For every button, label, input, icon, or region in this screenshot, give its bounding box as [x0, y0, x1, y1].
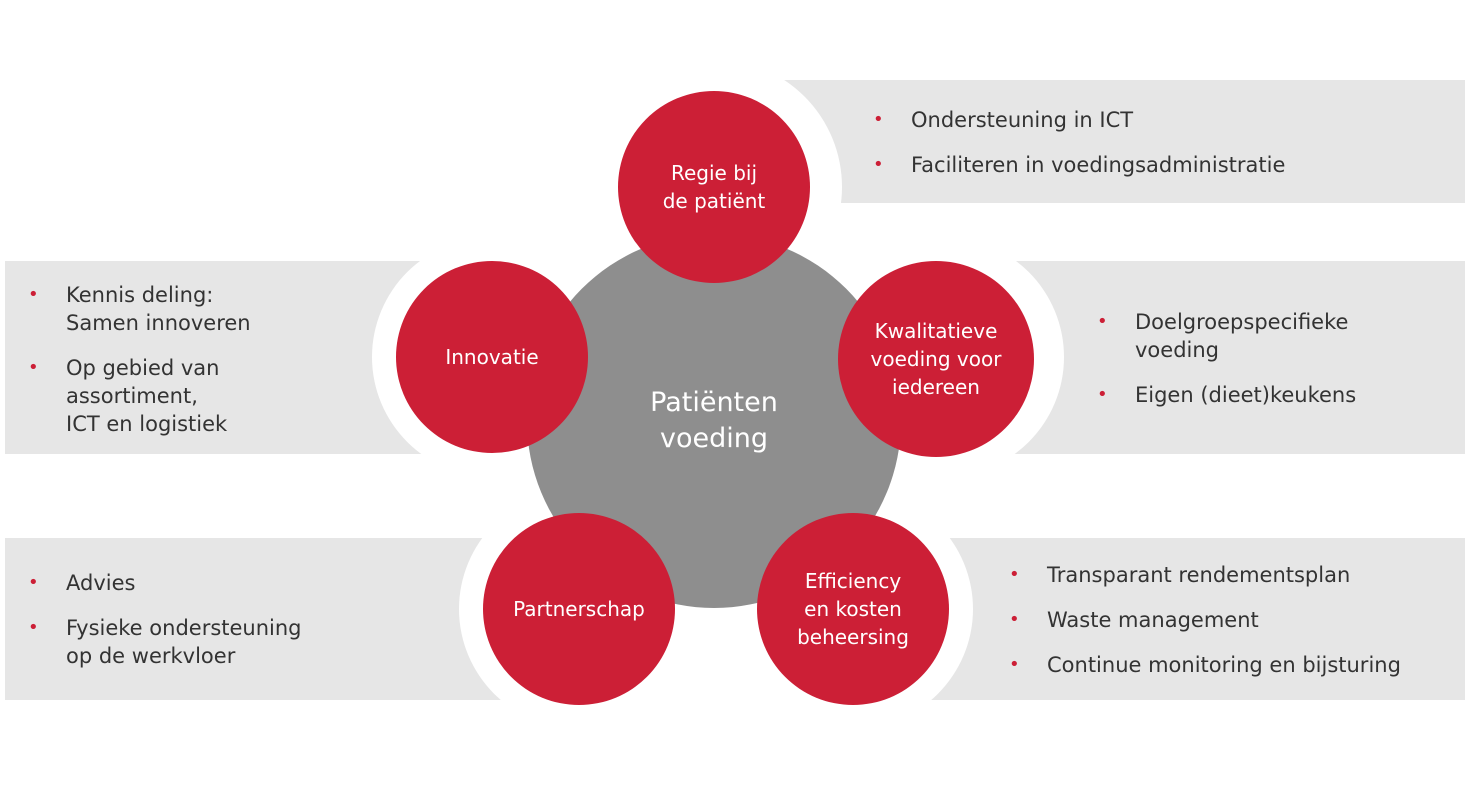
node-label-line: en kosten: [804, 597, 902, 621]
bullet-text: Doelgroepspecifieke: [1135, 310, 1349, 334]
bullet-text: ICT en logistiek: [66, 412, 228, 436]
bullet-text: Eigen (dieet)keukens: [1135, 383, 1357, 407]
list-item: Fysieke ondersteuning op de werkvloer: [28, 614, 302, 670]
bullet-text: assortiment,: [66, 384, 198, 408]
list-item: Waste management: [1009, 606, 1401, 634]
bullet-text: Transparant rendementsplan: [1047, 563, 1351, 587]
bullet-text: Advies: [66, 571, 136, 595]
node-label-line: de patiënt: [662, 189, 766, 213]
list-item: Continue monitoring en bijsturing: [1009, 651, 1401, 679]
node-regie: Regie bij de patiënt: [618, 91, 810, 283]
bullets-partnerschap: Advies Fysieke ondersteuning op de werkv…: [28, 569, 302, 670]
node-label-line: beheersing: [797, 625, 909, 649]
bullet-text: Kennis deling:: [66, 283, 214, 307]
node-label-line: Regie bij: [670, 161, 758, 185]
bullets-regie: Ondersteuning in ICT Faciliteren in voed…: [873, 106, 1285, 179]
node-label-line: iedereen: [892, 375, 980, 399]
list-item: Faciliteren in voedingsadministratie: [873, 151, 1285, 179]
node-label-line: Innovatie: [445, 345, 539, 369]
node-efficiency: Efficiency en kosten beheersing: [757, 513, 949, 705]
bullets-innovatie: Kennis deling: Samen innoveren Op gebied…: [28, 281, 251, 438]
bullet-text: Waste management: [1047, 608, 1259, 632]
node-label-line: Efficiency: [804, 569, 902, 593]
list-item: Kennis deling: Samen innoveren: [28, 281, 251, 337]
list-item: Ondersteuning in ICT: [873, 106, 1285, 134]
node-innovatie: Innovatie: [396, 261, 588, 453]
bullets-efficiency: Transparant rendementsplan Waste managem…: [1009, 561, 1401, 679]
list-item: Transparant rendementsplan: [1009, 561, 1401, 589]
bullets-kwaliteit: Doelgroepspecifieke voeding Eigen (dieet…: [1097, 308, 1356, 409]
bullet-text: Continue monitoring en bijsturing: [1047, 653, 1401, 677]
bullet-text: Op gebied van: [66, 356, 220, 380]
list-item: Eigen (dieet)keukens: [1097, 381, 1356, 409]
bullet-text: Faciliteren in voedingsadministratie: [911, 153, 1286, 177]
list-item: Doelgroepspecifieke voeding: [1097, 308, 1356, 364]
bullet-text: Ondersteuning in ICT: [911, 108, 1134, 132]
node-partnerschap: Partnerschap: [483, 513, 675, 705]
list-item: Op gebied van assortiment, ICT en logist…: [28, 354, 251, 438]
bullet-text: Fysieke ondersteuning: [66, 616, 302, 640]
bullet-text: voeding: [1135, 338, 1219, 362]
hub-title-line: voeding: [660, 423, 768, 454]
node-label-line: Partnerschap: [513, 597, 645, 621]
hub-title-line: Patiënten: [650, 387, 778, 418]
node-label-line: Kwalitatieve: [874, 319, 998, 343]
panel-regie: [780, 80, 1465, 203]
node-kwaliteit: Kwalitatieve voeding voor iedereen: [838, 261, 1034, 457]
list-item: Advies: [28, 569, 302, 597]
node-label-line: voeding voor: [870, 347, 1002, 371]
bullet-text: op de werkvloer: [66, 644, 236, 668]
bullet-text: Samen innoveren: [66, 311, 251, 335]
